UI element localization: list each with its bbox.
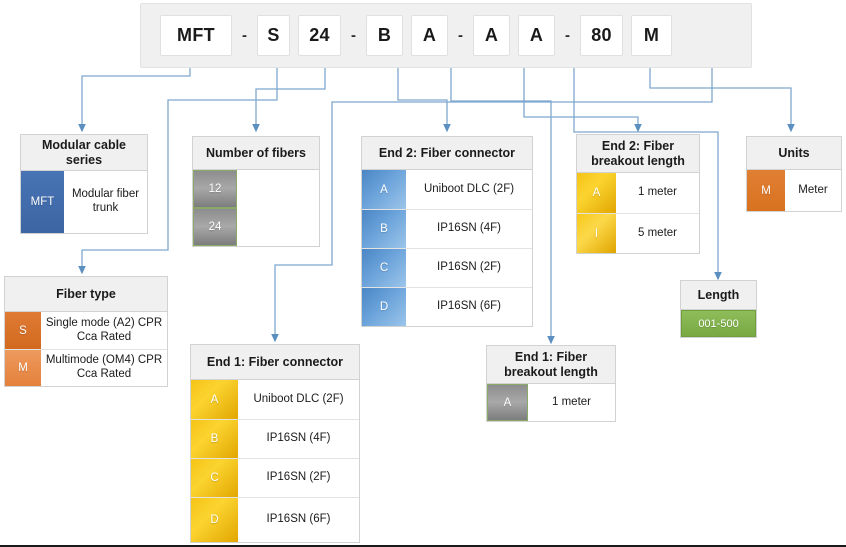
row-key: A — [577, 173, 616, 213]
card-length[interactable]: Length 001-500 — [680, 280, 757, 338]
row-key: M — [5, 350, 41, 386]
row-value: Modular fiber trunk — [64, 171, 147, 233]
card-title: Fiber type — [5, 277, 167, 312]
table-row[interactable]: C IP16SN (2F) — [362, 248, 532, 287]
row-key: S — [5, 312, 41, 349]
card-title: End 2: Fiber breakout length — [577, 135, 699, 173]
row-value: IP16SN (2F) — [238, 459, 359, 497]
card-modular-cable-series[interactable]: Modular cable series MFT Modular fiber t… — [20, 134, 148, 234]
card-end1-fiber-connector[interactable]: End 1: Fiber connector A Uniboot DLC (2F… — [190, 344, 360, 543]
row-value: IP16SN (4F) — [406, 210, 532, 248]
table-row[interactable]: I 5 meter — [577, 213, 699, 253]
card-title: End 1: Fiber connector — [191, 345, 359, 380]
table-row[interactable]: D IP16SN (6F) — [362, 287, 532, 326]
table-row[interactable]: B IP16SN (4F) — [191, 419, 359, 458]
row-key: M — [747, 170, 785, 211]
row-key: 12 — [193, 170, 237, 208]
part-number-box[interactable]: MFT — [160, 15, 232, 56]
row-value: IP16SN (2F) — [406, 249, 532, 287]
part-number-separator: - — [242, 27, 247, 44]
table-row[interactable]: 001-500 — [681, 310, 756, 337]
table-row[interactable]: C IP16SN (2F) — [191, 458, 359, 497]
bottom-divider — [0, 545, 846, 547]
card-end1-breakout-length[interactable]: End 1: Fiber breakout length A 1 meter — [486, 345, 616, 422]
part-number-box[interactable]: A — [473, 15, 510, 56]
table-row[interactable]: A Uniboot DLC (2F) — [191, 380, 359, 419]
part-number-box[interactable]: A — [411, 15, 448, 56]
part-number-box[interactable]: A — [518, 15, 555, 56]
card-title: Units — [747, 137, 841, 170]
row-value: Uniboot DLC (2F) — [406, 170, 532, 209]
part-number-box[interactable]: S — [257, 15, 290, 56]
part-number-separator: - — [458, 27, 463, 44]
row-value — [237, 208, 319, 246]
part-number-box[interactable]: 24 — [298, 15, 341, 56]
table-row[interactable]: M Multimode (OM4) CPR Cca Rated — [5, 349, 167, 386]
row-key: D — [191, 498, 238, 542]
part-number-separator: - — [351, 27, 356, 44]
row-value: 1 meter — [616, 173, 699, 213]
table-row[interactable]: S Single mode (A2) CPR Cca Rated — [5, 312, 167, 349]
row-value: Meter — [785, 170, 841, 211]
card-title: Number of fibers — [193, 137, 319, 170]
row-value: Uniboot DLC (2F) — [238, 380, 359, 419]
card-number-of-fibers[interactable]: Number of fibers 12 24 — [192, 136, 320, 247]
card-end2-breakout-length[interactable]: End 2: Fiber breakout length A 1 meter I… — [576, 134, 700, 254]
table-row[interactable]: 12 — [193, 170, 319, 208]
card-title: End 1: Fiber breakout length — [487, 346, 615, 384]
row-value: IP16SN (6F) — [238, 498, 359, 542]
table-row[interactable]: MFT Modular fiber trunk — [21, 171, 147, 233]
row-key: A — [362, 170, 406, 209]
table-row[interactable]: A 1 meter — [487, 384, 615, 421]
card-fiber-type[interactable]: Fiber type S Single mode (A2) CPR Cca Ra… — [4, 276, 168, 387]
row-key: C — [362, 249, 406, 287]
table-row[interactable]: 24 — [193, 208, 319, 246]
row-value: 1 meter — [528, 384, 615, 421]
table-row[interactable]: A 1 meter — [577, 173, 699, 213]
row-key: MFT — [21, 171, 64, 233]
part-number-box[interactable]: B — [366, 15, 403, 56]
row-key: A — [191, 380, 238, 419]
card-units[interactable]: Units M Meter — [746, 136, 842, 212]
table-row[interactable]: B IP16SN (4F) — [362, 209, 532, 248]
row-value: 5 meter — [616, 214, 699, 253]
part-number-box[interactable]: 80 — [580, 15, 623, 56]
row-value: Multimode (OM4) CPR Cca Rated — [41, 350, 167, 386]
row-key: 001-500 — [681, 310, 756, 337]
table-row[interactable]: M Meter — [747, 170, 841, 211]
table-row[interactable]: D IP16SN (6F) — [191, 497, 359, 542]
row-key: A — [487, 384, 528, 421]
row-key: B — [191, 420, 238, 458]
row-key: I — [577, 214, 616, 253]
part-number-separator: - — [565, 27, 570, 44]
row-key: B — [362, 210, 406, 248]
table-row[interactable]: A Uniboot DLC (2F) — [362, 170, 532, 209]
row-value: IP16SN (6F) — [406, 288, 532, 326]
card-title: End 2: Fiber connector — [362, 137, 532, 170]
row-value: IP16SN (4F) — [238, 420, 359, 458]
card-title: Length — [681, 281, 756, 310]
part-number-box[interactable]: M — [631, 15, 672, 56]
row-key: C — [191, 459, 238, 497]
card-end2-fiber-connector[interactable]: End 2: Fiber connector A Uniboot DLC (2F… — [361, 136, 533, 327]
row-key: D — [362, 288, 406, 326]
card-title: Modular cable series — [21, 135, 147, 171]
row-value — [237, 170, 319, 208]
row-value: Single mode (A2) CPR Cca Rated — [41, 312, 167, 349]
row-key: 24 — [193, 208, 237, 246]
